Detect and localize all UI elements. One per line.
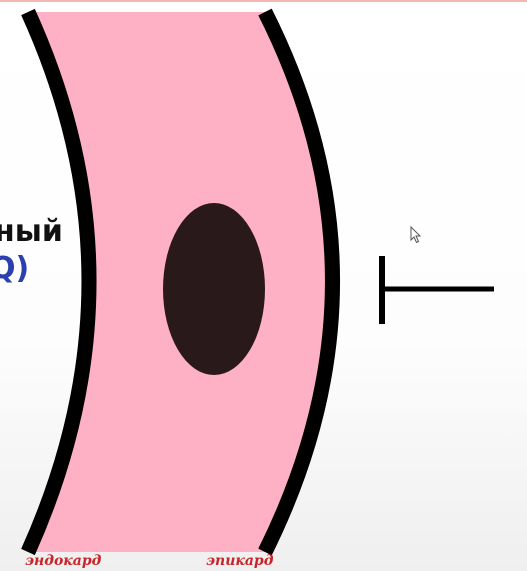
lesion-ellipse [163, 203, 265, 375]
mouse-pointer-icon [410, 226, 422, 244]
top-border-strip [0, 0, 527, 2]
electrode-symbol [379, 256, 494, 324]
clipped-wave-code: Q) [0, 251, 30, 286]
epicardium-border [258, 8, 340, 556]
endocardium-label: эндокард [25, 553, 102, 569]
endocardium-border [21, 8, 97, 556]
clipped-heading-word: ный [0, 214, 63, 249]
epicardium-label: эпикард [206, 553, 274, 569]
